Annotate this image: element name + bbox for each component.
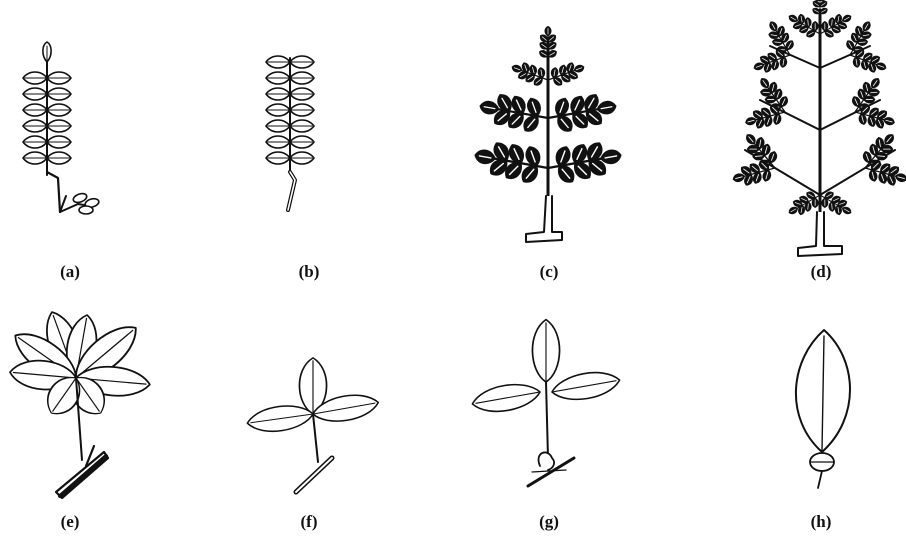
panel-f-trifoliate-palmate-leaf	[246, 358, 381, 492]
panel-g-trifoliate-pinnate-leaf	[470, 320, 622, 486]
panel-c-label: (c)	[529, 262, 569, 282]
panel-d-tripinnate-leaf	[730, 0, 906, 256]
panel-e-label: (e)	[50, 512, 90, 532]
panel-d-label: (d)	[801, 262, 841, 282]
panel-e-palmate-leaf	[7, 307, 151, 498]
panel-b-even-pinnate-leaf	[266, 56, 314, 210]
panel-f-label: (f)	[289, 512, 329, 532]
panel-a-label: (a)	[50, 262, 90, 282]
panel-a-odd-pinnate-leaf	[23, 42, 100, 214]
panel-h-unifoliate-leaf	[796, 330, 850, 488]
panel-c-bipinnate-leaf	[472, 26, 625, 242]
panel-g-label: (g)	[529, 512, 569, 532]
panel-b-label: (b)	[289, 262, 329, 282]
panel-h-label: (h)	[801, 512, 841, 532]
